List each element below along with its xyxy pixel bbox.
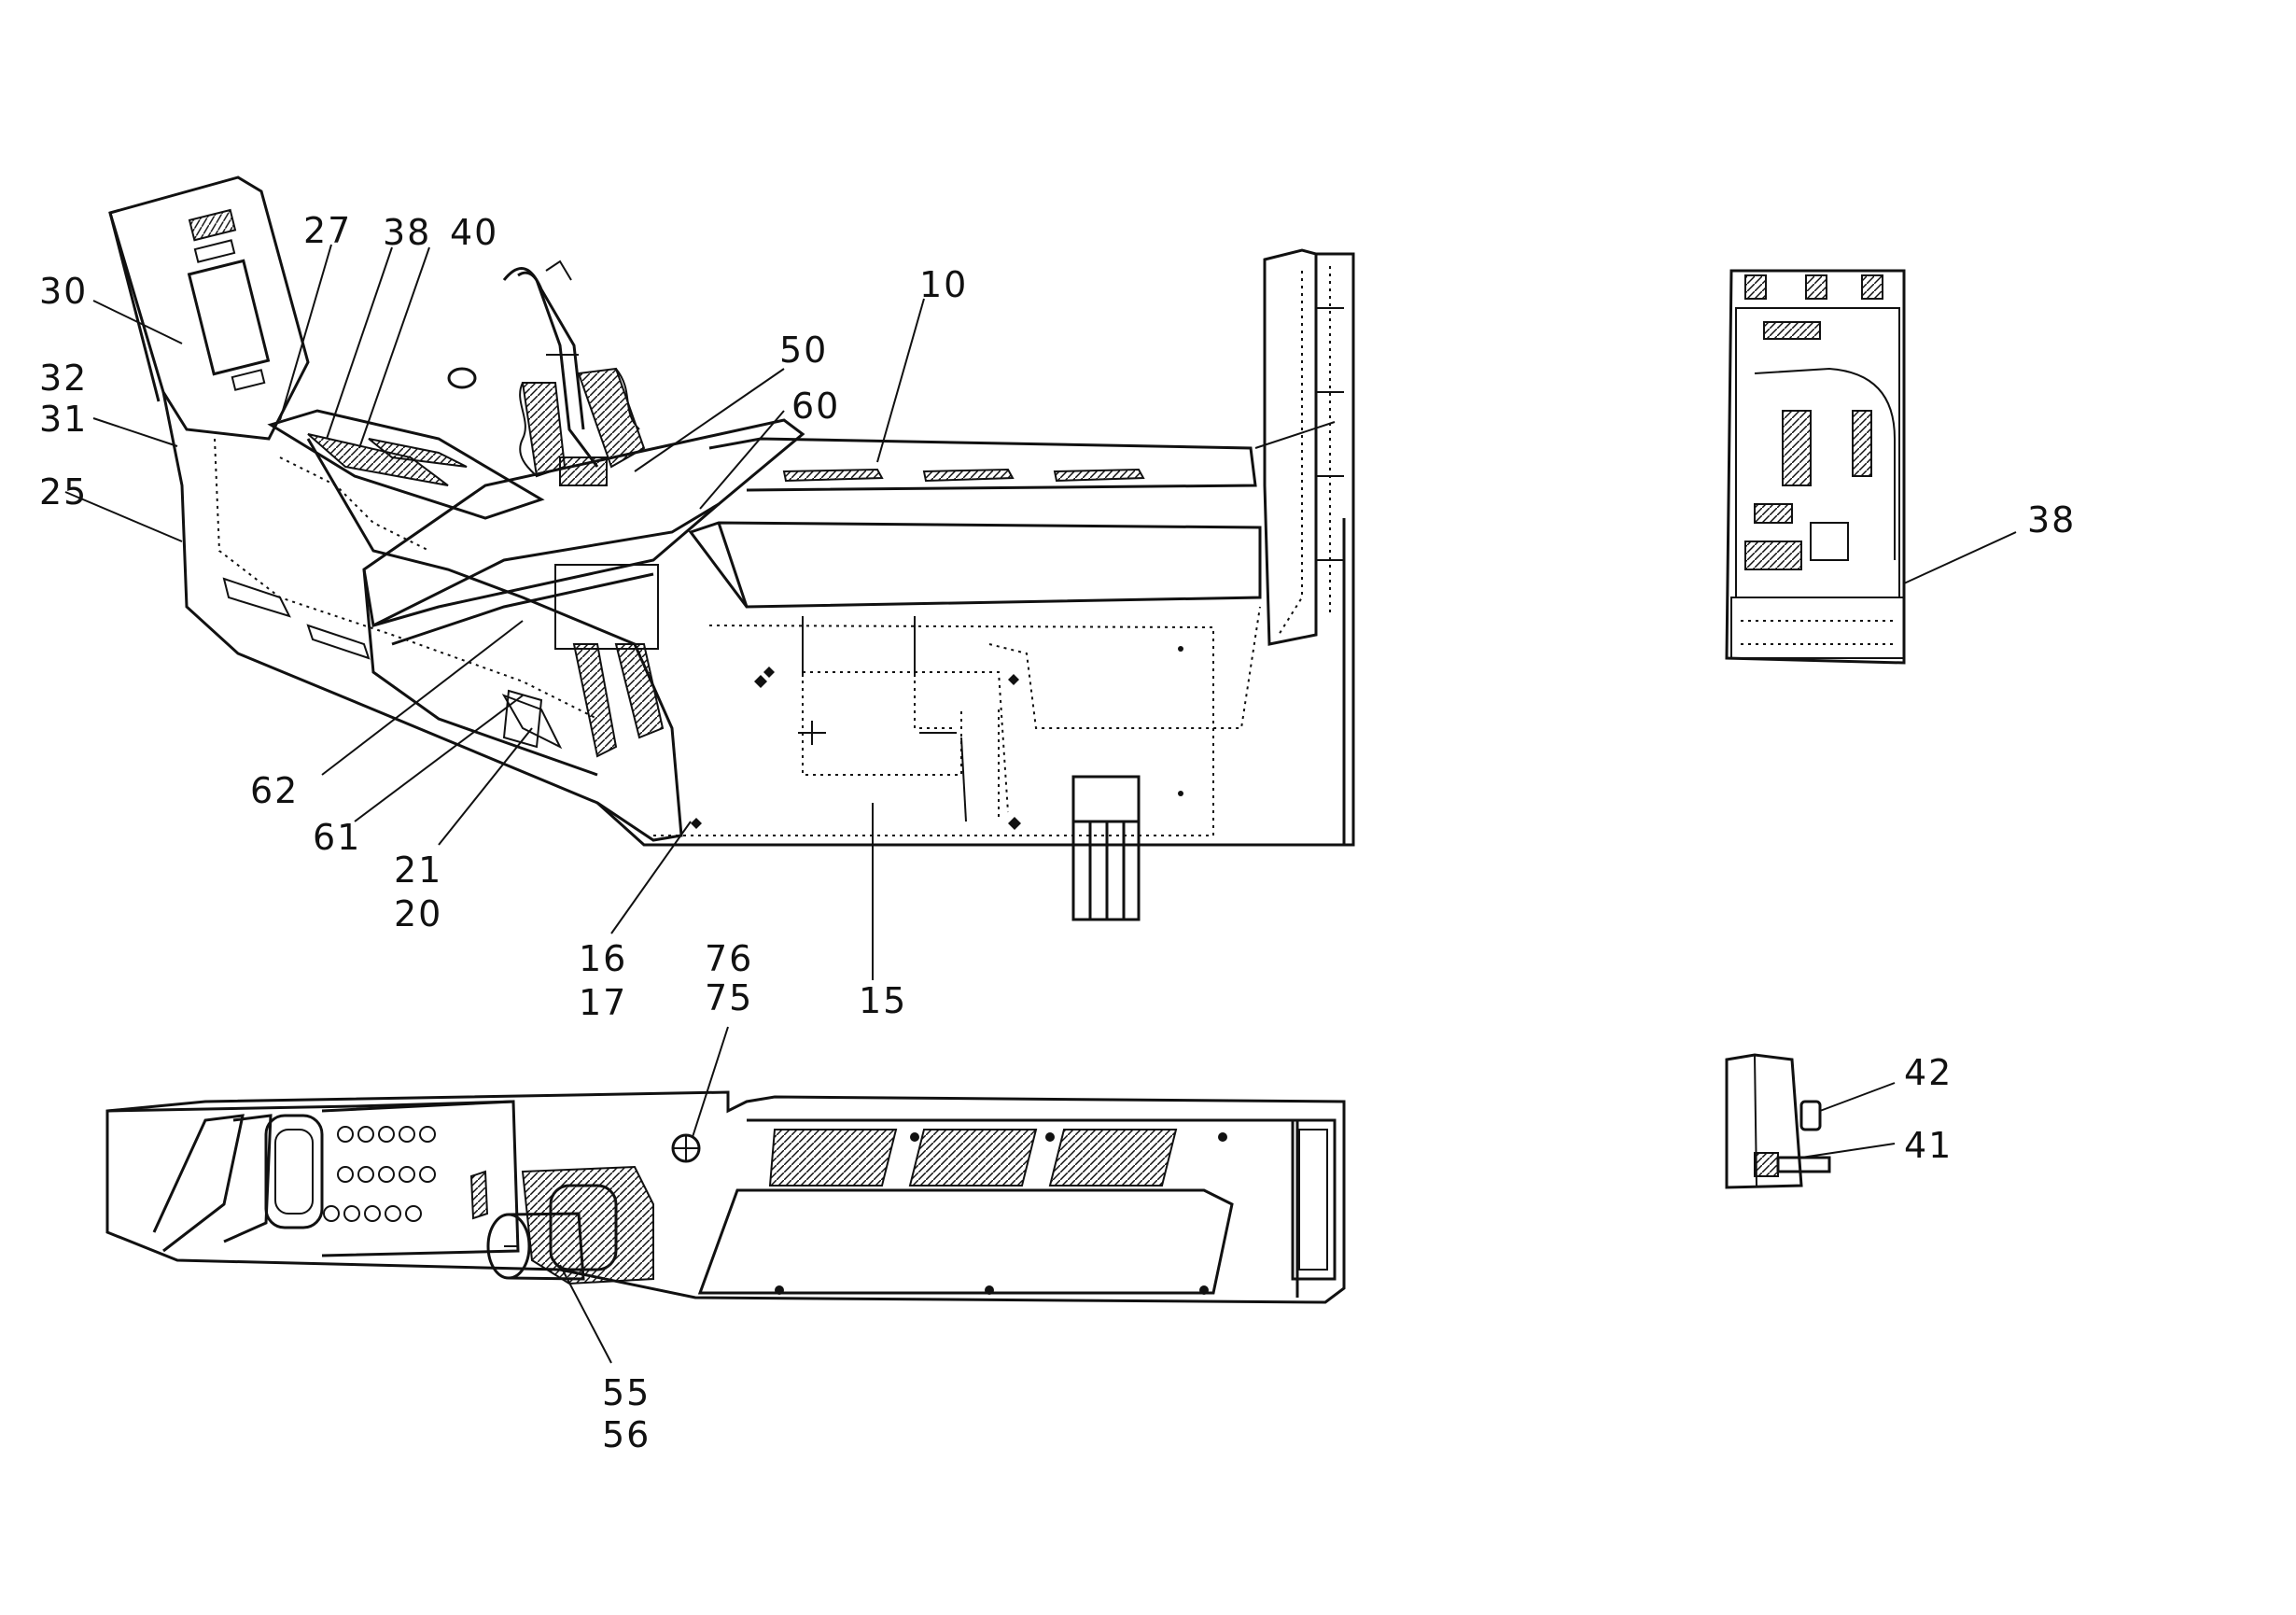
connector-detail	[1725, 1053, 1831, 1189]
callout-32: 32	[39, 358, 88, 399]
callout-38-top: 38	[383, 212, 431, 253]
callout-25: 25	[39, 471, 88, 513]
callout-30: 30	[39, 271, 88, 312]
keypad-area	[267, 409, 545, 552]
callout-75: 75	[705, 977, 753, 1018]
callout-50: 50	[779, 330, 828, 371]
joystick	[486, 1165, 654, 1285]
callout-42: 42	[1904, 1052, 1953, 1093]
callout-21: 21	[394, 850, 442, 891]
callout-15: 15	[859, 980, 907, 1021]
callout-76: 76	[705, 938, 753, 979]
callout-31: 31	[39, 399, 88, 440]
callout-56: 56	[602, 1414, 651, 1455]
callout-labels: 30 27 38 40 32 31 25 10 50 60 62 61 21 2…	[39, 210, 2076, 1455]
callout-20: 20	[394, 893, 442, 934]
circuit-board-detail	[1725, 269, 1906, 665]
callout-17: 17	[579, 982, 627, 1023]
callout-41: 41	[1904, 1125, 1953, 1166]
monitor-housing	[108, 176, 310, 441]
leader-lines	[64, 244, 2017, 1364]
callout-10: 10	[919, 264, 968, 305]
callout-55: 55	[602, 1372, 651, 1413]
valve-block	[502, 564, 665, 758]
button-grid	[323, 1126, 436, 1222]
floor-plate	[595, 518, 1346, 921]
callout-27: 27	[303, 210, 352, 251]
callout-16: 16	[579, 938, 627, 979]
callout-40: 40	[450, 212, 498, 253]
callout-61: 61	[313, 817, 361, 858]
lower-console-side-view	[105, 1090, 1346, 1304]
callout-60: 60	[791, 386, 840, 427]
callout-62: 62	[250, 770, 299, 811]
callout-38-detail: 38	[2027, 499, 2076, 541]
side-panel	[161, 391, 683, 842]
control-lever	[447, 260, 646, 486]
right-tray	[688, 248, 1355, 847]
